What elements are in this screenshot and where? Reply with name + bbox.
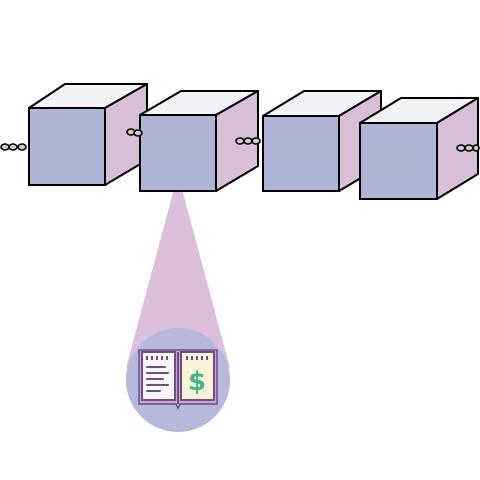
chain-link-icon xyxy=(235,137,261,145)
chain-link-icon xyxy=(456,144,480,152)
block-4-front xyxy=(359,122,438,200)
block-2-front xyxy=(139,114,217,192)
chain-link-icon xyxy=(0,143,27,151)
block-1-front xyxy=(28,107,106,186)
block-4 xyxy=(359,97,479,200)
zoom-beam xyxy=(126,174,230,368)
block-3-front xyxy=(262,115,340,192)
ledger-dollar-symbol: $ xyxy=(188,367,206,397)
chain-link-icon xyxy=(126,128,143,137)
open-ledger-book-icon: $ xyxy=(138,349,218,410)
block-1 xyxy=(28,83,148,186)
